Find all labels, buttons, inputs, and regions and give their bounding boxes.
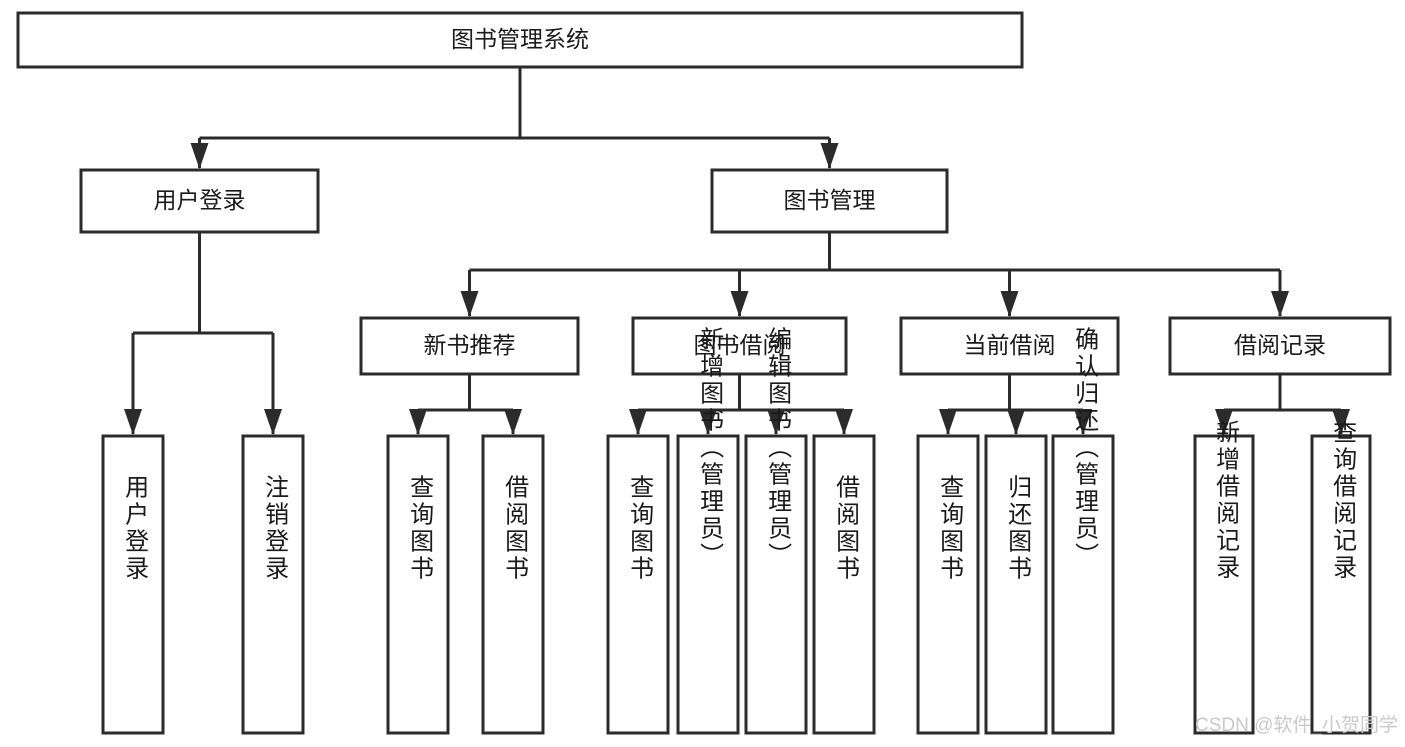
node-label-leaf-query-book-recommend: 查询图书 <box>406 475 434 583</box>
arrow-to-leaf-borrow-book-recommend <box>504 409 522 435</box>
arrow-to-leaf-logout <box>264 409 282 435</box>
node-label-borrow-record: 借阅记录 <box>1234 332 1326 358</box>
node-label-book-borrow: 图书借阅 <box>694 332 786 358</box>
node-label-leaf-add-borrow-record: 新增借阅记录 <box>1212 420 1240 582</box>
node-label-leaf-add-book-admin: 新增图书（管理员） <box>696 327 724 570</box>
node-label-leaf-edit-book-admin: 编辑图书（管理员） <box>764 327 792 570</box>
node-box-new-book-recommend[interactable] <box>359 316 580 376</box>
node-box-leaf-add-book-admin[interactable] <box>676 434 740 735</box>
node-box-leaf-edit-book-admin[interactable] <box>744 434 808 735</box>
connector-layer <box>124 67 1350 435</box>
node-label-leaf-query-borrow-record: 查询借阅记录 <box>1329 420 1357 582</box>
arrow-to-user-login <box>190 143 209 169</box>
node-box-leaf-confirm-return-admin[interactable] <box>1051 434 1115 735</box>
node-box-borrow-record[interactable] <box>1168 316 1392 376</box>
node-box-book-management[interactable] <box>710 168 949 234</box>
node-box-leaf-borrow-book[interactable] <box>812 434 876 735</box>
node-box-leaf-borrow-book-recommend[interactable] <box>481 434 545 735</box>
node-box-user-login[interactable] <box>79 168 320 234</box>
node-leaf-borrow-book-recommend[interactable]: 借阅图书 <box>481 434 545 735</box>
arrow-to-book-management <box>820 143 839 169</box>
node-label-current-borrow: 当前借阅 <box>964 332 1056 358</box>
arrow-to-leaf-query-book-current <box>939 409 957 435</box>
node-label-leaf-query-book-current: 查询图书 <box>936 475 964 583</box>
arrow-to-leaf-borrow-book <box>835 409 853 435</box>
node-current-borrow[interactable]: 当前借阅 <box>899 316 1120 376</box>
node-book-management[interactable]: 图书管理 <box>710 168 949 234</box>
node-leaf-borrow-book[interactable]: 借阅图书 <box>812 434 876 735</box>
node-label-user-login: 用户登录 <box>154 187 246 213</box>
node-leaf-return-book[interactable]: 归还图书 <box>984 434 1048 735</box>
node-leaf-logout[interactable]: 注销登录 <box>241 434 305 735</box>
node-box-book-borrow[interactable] <box>631 316 848 376</box>
arrow-to-leaf-return-book <box>1007 409 1025 435</box>
node-box-leaf-query-book-borrow[interactable] <box>606 434 670 735</box>
node-label-book-management: 图书管理 <box>784 187 876 213</box>
node-label-leaf-borrow-book: 借阅图书 <box>832 475 860 583</box>
node-root[interactable]: 图书管理系统 <box>16 11 1024 69</box>
node-leaf-confirm-return-admin[interactable]: 确认归还（管理员） <box>1051 327 1115 735</box>
node-box-leaf-user-login[interactable] <box>101 434 165 735</box>
node-leaf-query-borrow-record[interactable]: 查询借阅记录 <box>1310 420 1372 735</box>
arrow-to-borrow-record <box>1271 291 1289 317</box>
arrow-to-new-book-recommend <box>460 291 479 317</box>
node-label-leaf-confirm-return-admin: 确认归还（管理员） <box>1071 327 1099 570</box>
node-label-leaf-logout: 注销登录 <box>261 475 289 583</box>
arrow-to-leaf-edit-book-admin <box>767 409 785 435</box>
node-new-book-recommend[interactable]: 新书推荐 <box>359 316 580 376</box>
node-label-leaf-user-login: 用户登录 <box>121 475 149 583</box>
arrow-to-leaf-confirm-return-admin <box>1074 409 1092 435</box>
node-leaf-query-book-recommend[interactable]: 查询图书 <box>386 434 450 735</box>
node-label-leaf-query-book-borrow: 查询图书 <box>626 475 654 583</box>
arrow-to-leaf-query-book-recommend <box>409 409 427 435</box>
node-box-current-borrow[interactable] <box>899 316 1120 376</box>
node-leaf-query-book-current[interactable]: 查询图书 <box>916 434 980 735</box>
arrow-to-leaf-add-book-admin <box>699 409 717 435</box>
node-box-leaf-return-book[interactable] <box>984 434 1048 735</box>
node-leaf-add-borrow-record[interactable]: 新增借阅记录 <box>1193 420 1255 735</box>
arrow-to-leaf-user-login <box>124 409 142 435</box>
arrow-to-book-borrow <box>730 291 749 317</box>
node-label-new-book-recommend: 新书推荐 <box>424 332 516 358</box>
node-label-leaf-return-book: 归还图书 <box>1004 475 1032 583</box>
csdn-watermark: CSDN @软件_小贺同学 <box>1195 714 1398 736</box>
node-label-leaf-borrow-book-recommend: 借阅图书 <box>501 475 529 583</box>
node-box-root[interactable] <box>16 11 1024 69</box>
node-leaf-query-book-borrow[interactable]: 查询图书 <box>606 434 670 735</box>
arrow-to-leaf-add-borrow-record <box>1215 409 1233 435</box>
node-user-login[interactable]: 用户登录 <box>79 168 320 234</box>
node-box-leaf-query-borrow-record[interactable] <box>1310 434 1372 735</box>
node-box-leaf-query-book-current[interactable] <box>916 434 980 735</box>
node-book-borrow[interactable]: 图书借阅 <box>631 316 848 376</box>
arrow-to-leaf-query-book-borrow <box>629 409 647 435</box>
node-leaf-add-book-admin[interactable]: 新增图书（管理员） <box>676 327 740 735</box>
node-box-leaf-logout[interactable] <box>241 434 305 735</box>
node-label-root: 图书管理系统 <box>451 26 589 52</box>
arrow-to-current-borrow <box>1000 291 1019 317</box>
node-layer: 图书管理系统用户登录图书管理新书推荐图书借阅当前借阅借阅记录用户登录注销登录查询… <box>16 11 1392 735</box>
node-leaf-user-login[interactable]: 用户登录 <box>101 434 165 735</box>
node-box-leaf-query-book-recommend[interactable] <box>386 434 450 735</box>
arrow-to-leaf-query-borrow-record <box>1332 409 1350 435</box>
node-box-leaf-add-borrow-record[interactable] <box>1193 434 1255 735</box>
node-borrow-record[interactable]: 借阅记录 <box>1168 316 1392 376</box>
node-leaf-edit-book-admin[interactable]: 编辑图书（管理员） <box>744 327 808 735</box>
